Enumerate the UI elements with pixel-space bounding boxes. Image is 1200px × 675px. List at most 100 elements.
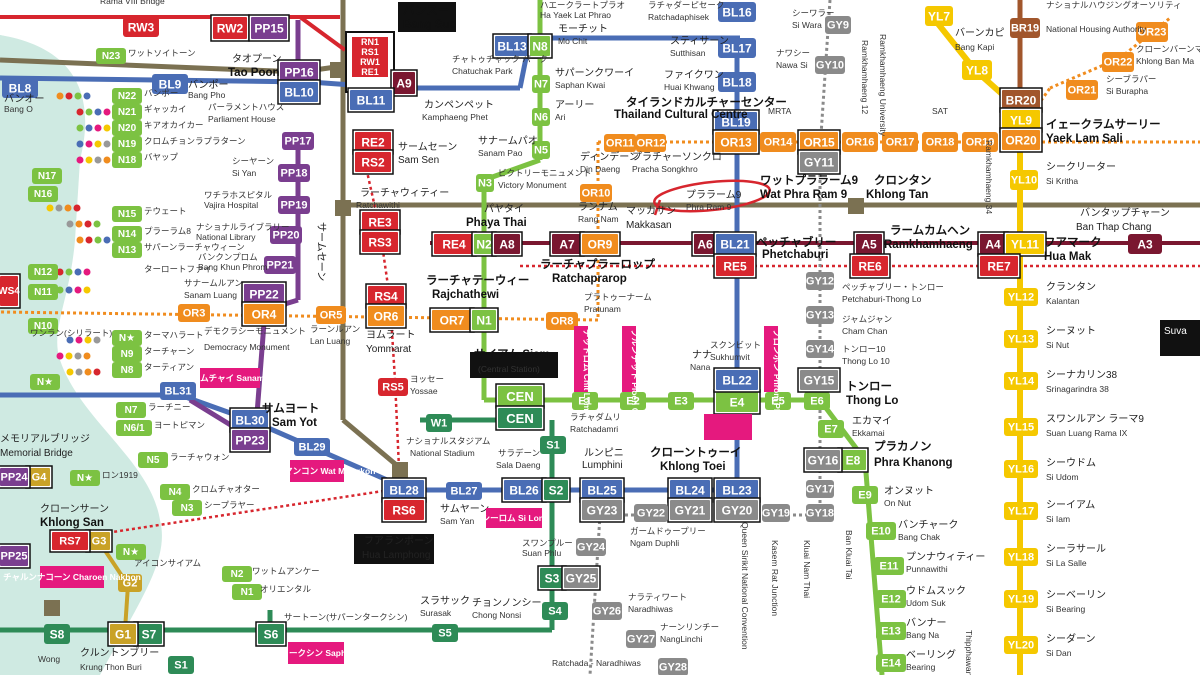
station-badge-e12[interactable]: E12 <box>876 590 906 608</box>
station-badge-bl16[interactable]: BL16 <box>718 2 756 22</box>
station-badge-br19[interactable]: BR19 <box>1010 18 1040 38</box>
station-badge-e7[interactable]: E7 <box>818 420 844 438</box>
station-badge-a7[interactable]: A7 <box>549 231 585 257</box>
station-badge-e1[interactable]: E1 <box>572 392 598 410</box>
station-badge-or7[interactable]: OR7 <box>429 307 475 333</box>
station-badge-gy18[interactable]: GY18 <box>806 504 834 522</box>
station-badge-n15[interactable]: N15 <box>112 206 142 222</box>
station-badge-or23[interactable]: OR23 <box>1136 22 1168 42</box>
station-badge-pp23[interactable]: PP23 <box>229 427 271 453</box>
station-badge-rs5[interactable]: RS5 <box>378 378 408 396</box>
station-badge-gy20[interactable]: GY20 <box>713 497 761 523</box>
station-badge-e2[interactable]: E2 <box>620 392 646 410</box>
station-badge-s8[interactable]: S8 <box>44 624 70 644</box>
station-badge-yl15[interactable]: YL15 <box>1004 418 1038 436</box>
station-badge-g3[interactable]: G3 <box>85 529 113 553</box>
station-badge-bl9[interactable]: BL9 <box>152 74 188 94</box>
station-badge-rs6[interactable]: RS6 <box>381 497 427 523</box>
station-badge-bl24[interactable]: BL24 <box>667 477 713 503</box>
station-badge-cen[interactable]: CEN <box>495 383 545 409</box>
station-badge-n10[interactable]: N10 <box>28 318 58 334</box>
station-badge-yl7[interactable]: YL7 <box>925 6 953 26</box>
station-badge-yl12[interactable]: YL12 <box>1004 288 1038 306</box>
station-badge-n3b[interactable]: N3 <box>172 500 202 516</box>
station-badge-rs2[interactable]: RS2 <box>352 149 394 175</box>
station-badge-a3[interactable]: A3 <box>1128 234 1162 254</box>
station-badge-n9[interactable]: N9 <box>112 346 142 362</box>
station-badge-pp20[interactable]: PP20 <box>270 226 302 244</box>
station-badge-s1[interactable]: S1 <box>168 656 194 674</box>
station-badge-re4[interactable]: RE4 <box>431 231 477 257</box>
station-badge-gy28[interactable]: GY28 <box>658 658 688 675</box>
station-badge-n18[interactable]: N18 <box>112 152 142 168</box>
station-badge-nstar[interactable]: N★ <box>112 330 142 346</box>
station-badge-yl13[interactable]: YL13 <box>1004 330 1038 348</box>
station-badge-yl16[interactable]: YL16 <box>1004 460 1038 478</box>
station-badge-a4[interactable]: A4 <box>977 231 1009 257</box>
station-badge-or21[interactable]: OR21 <box>1066 80 1098 100</box>
station-badge-or17[interactable]: OR17 <box>882 132 918 152</box>
station-badge-s1[interactable]: S1 <box>540 436 566 454</box>
station-badge-n16[interactable]: N16 <box>28 186 58 202</box>
station-badge-n22[interactable]: N22 <box>112 88 142 104</box>
station-badge-n4b[interactable]: N4 <box>160 484 190 500</box>
station-badge-n6[interactable]: N6 <box>532 108 550 126</box>
station-badge-gy11[interactable]: GY11 <box>797 149 841 175</box>
station-badge-gy12[interactable]: GY12 <box>806 272 834 290</box>
station-badge-gy19[interactable]: GY19 <box>762 504 790 522</box>
station-badge-gy27[interactable]: GY27 <box>626 630 656 648</box>
station-badge-n3[interactable]: N3 <box>476 174 494 192</box>
station-badge-yl19[interactable]: YL19 <box>1004 590 1038 608</box>
station-badge-n7[interactable]: N7 <box>532 75 550 93</box>
station-badge-e14[interactable]: E14 <box>876 654 906 672</box>
station-badge-s5[interactable]: S5 <box>432 624 458 642</box>
station-badge-nstar3[interactable]: N★ <box>70 470 100 486</box>
station-badge-re5[interactable]: RE5 <box>713 253 757 279</box>
station-badge-n8[interactable]: N8 <box>527 33 553 59</box>
station-badge-yl14[interactable]: YL14 <box>1004 372 1038 390</box>
station-badge-or16[interactable]: OR16 <box>842 132 878 152</box>
station-badge-yl11[interactable]: YL11 <box>1003 231 1047 257</box>
station-badge-cen2[interactable]: CEN <box>495 405 545 431</box>
station-badge-e11[interactable]: E11 <box>874 557 904 575</box>
station-badge-n1b[interactable]: N1 <box>232 584 262 600</box>
station-badge-gy23[interactable]: GY23 <box>579 497 625 523</box>
station-badge-bl11[interactable]: BL11 <box>347 87 395 113</box>
station-badge-g1[interactable]: G1 <box>107 621 139 647</box>
station-badge-n8b[interactable]: N8 <box>112 362 142 378</box>
station-badge-bl26[interactable]: BL26 <box>501 477 547 503</box>
station-badge-or5[interactable]: OR5 <box>316 306 346 324</box>
station-badge-n20[interactable]: N20 <box>112 120 142 136</box>
station-badge-or8[interactable]: OR8 <box>546 312 578 330</box>
station-badge-gy9[interactable]: GY9 <box>825 16 851 34</box>
station-badge-gy17[interactable]: GY17 <box>806 480 834 498</box>
station-badge-bl21[interactable]: BL21 <box>713 231 757 257</box>
station-badge-n14[interactable]: N14 <box>112 226 142 242</box>
station-badge-or4[interactable]: OR4 <box>241 301 287 327</box>
station-badge-g2[interactable]: G2 <box>118 574 142 592</box>
station-badge-nstar4[interactable]: N★ <box>116 544 146 560</box>
station-badge-or22[interactable]: OR22 <box>1102 52 1134 72</box>
station-badge-s7[interactable]: S7 <box>133 621 165 647</box>
station-badge-pp18[interactable]: PP18 <box>278 164 310 182</box>
station-badge-rs_ws[interactable]: WS4 <box>0 273 21 309</box>
station-badge-nstar2[interactable]: N★ <box>30 374 60 390</box>
station-badge-e5[interactable]: E5 <box>765 392 791 410</box>
station-badge-n5[interactable]: N5 <box>532 141 550 159</box>
station-badge-bl29[interactable]: BL29 <box>294 438 330 456</box>
station-badge-s6[interactable]: S6 <box>255 621 287 647</box>
station-badge-a9[interactable]: A9 <box>390 69 418 97</box>
station-badge-bl22[interactable]: BL22 <box>713 367 761 393</box>
station-badge-n23[interactable]: N23 <box>96 48 126 64</box>
station-badge-yl20[interactable]: YL20 <box>1004 636 1038 654</box>
station-badge-pp25[interactable]: PP25 <box>0 543 31 569</box>
station-badge-gy24[interactable]: GY24 <box>576 538 606 556</box>
station-badge-gy10[interactable]: GY10 <box>815 56 845 74</box>
station-badge-bl18[interactable]: BL18 <box>718 72 756 92</box>
station-badge-n1[interactable]: N1 <box>469 307 499 333</box>
station-badge-gy14[interactable]: GY14 <box>806 340 835 358</box>
station-badge-n13[interactable]: N13 <box>112 242 142 258</box>
station-badge-gy16[interactable]: GY16 <box>803 447 843 473</box>
station-badge-gy25[interactable]: GY25 <box>561 565 601 591</box>
station-badge-or6[interactable]: OR6 <box>365 303 407 329</box>
